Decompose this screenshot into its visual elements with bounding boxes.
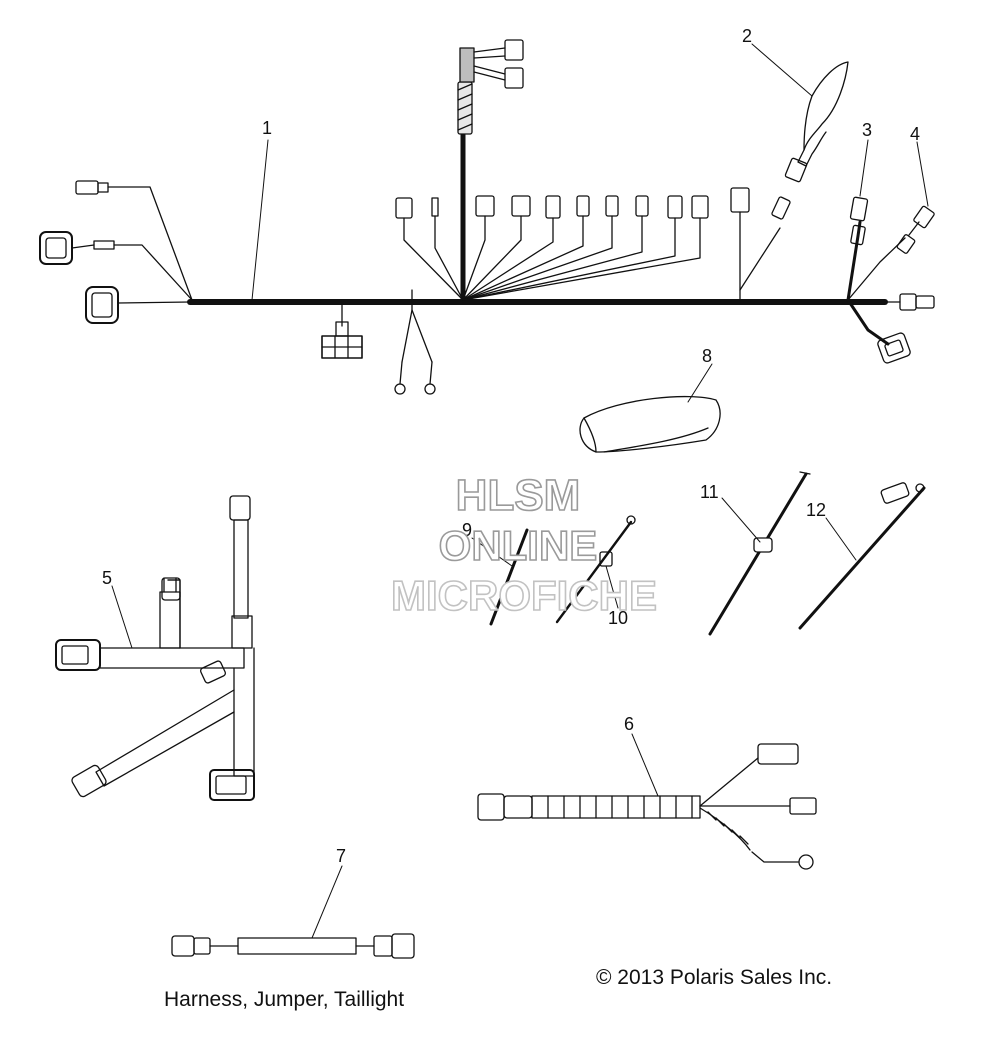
harness-part-5	[55, 495, 255, 801]
watermark-line-2: ONLINE	[439, 522, 598, 569]
watermark-line-3: MICROFICHE	[391, 572, 657, 619]
connector-part-3-4	[896, 205, 935, 254]
jumper-harness-part-7	[171, 933, 415, 959]
callout-7: 7	[336, 846, 346, 866]
callout-5: 5	[102, 568, 112, 588]
callout-10: 10	[608, 608, 628, 628]
callout-12: 12	[806, 500, 826, 520]
cable-ties-part-9-10	[489, 515, 636, 626]
copyright-notice: © 2013 Polaris Sales Inc.	[596, 966, 833, 989]
watermark-line-1: HLSM	[456, 471, 581, 520]
callout-11: 11	[700, 482, 719, 502]
main-harness-part-1	[39, 39, 935, 395]
callout-8: 8	[702, 346, 712, 366]
callout-4: 4	[910, 124, 920, 144]
boot-part-2	[784, 61, 849, 183]
callout-leaders	[111, 43, 929, 939]
callout-6: 6	[624, 714, 634, 734]
grommet-part-8	[579, 395, 721, 453]
callout-9: 9	[462, 520, 472, 540]
diagram-caption: Harness, Jumper, Taillight	[164, 988, 405, 1011]
callout-numbers: 1 2 3 4 5 6 7 8 9 10 11 12	[102, 26, 920, 866]
callout-2: 2	[742, 26, 752, 46]
watermark: HLSM ONLINE MICROFICHE	[390, 470, 658, 620]
cable-ties-part-11-12	[708, 471, 926, 636]
callout-3: 3	[862, 120, 872, 140]
harness-part-6	[477, 743, 817, 870]
callout-1: 1	[262, 118, 272, 138]
